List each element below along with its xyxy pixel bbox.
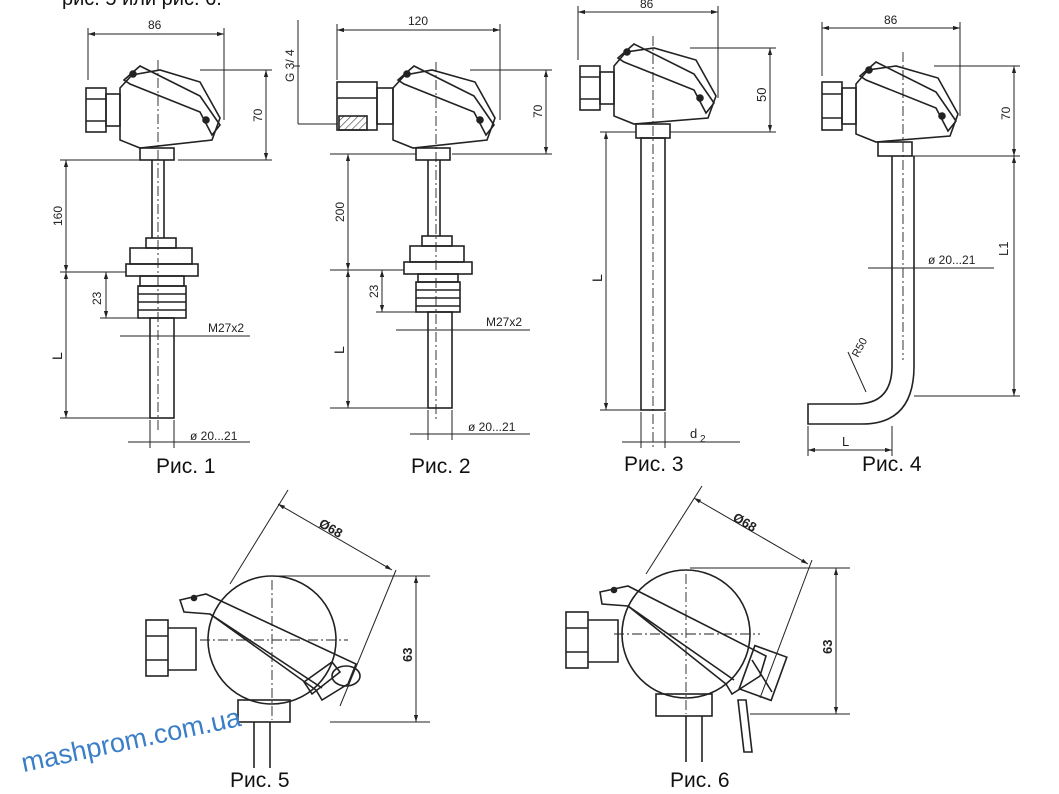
caption-fig5: Рис. 5 xyxy=(230,769,290,792)
fig4-bent-probe xyxy=(807,156,915,425)
figure-3-labels: 86 50 L d 2 xyxy=(589,0,769,445)
fig1-diameter: ø 20...21 xyxy=(190,429,238,443)
fig6-lid xyxy=(599,585,767,696)
fig4-cable-gland xyxy=(821,81,843,131)
caption-fig4: Рис. 4 xyxy=(862,453,922,476)
fig2-diameter: ø 20...21 xyxy=(468,420,516,434)
fig5-dim-height: 63 xyxy=(400,648,415,662)
figure-6-labels: Ø68 63 xyxy=(731,510,836,654)
figure-3 xyxy=(577,6,776,448)
fig3-diameter-sub: 2 xyxy=(700,434,706,445)
fig4-radius: R50 xyxy=(850,336,870,359)
fig2-thread: M27x2 xyxy=(486,315,522,329)
fig3-diameter: d xyxy=(690,426,697,441)
figure-2 xyxy=(294,20,552,440)
caption-fig6: Рис. 6 xyxy=(670,769,730,792)
fig1-dim-head: 70 xyxy=(251,108,265,122)
fig4-head xyxy=(855,65,959,143)
fig3-head xyxy=(613,47,717,125)
fig6-dim-diameter: Ø68 xyxy=(731,510,760,535)
fig2-dim-fitting: 23 xyxy=(367,284,381,298)
fig2-dim-stem: 200 xyxy=(333,202,347,222)
fig3-dim-head: 50 xyxy=(754,88,769,102)
fig1-cable-gland xyxy=(85,87,107,133)
figure-6 xyxy=(565,485,850,762)
fig5-dim-diameter: Ø68 xyxy=(317,516,346,541)
fig2-dim-head: 70 xyxy=(531,104,545,118)
fig1-dim-width: 86 xyxy=(148,18,162,32)
fig1-thread: M27x2 xyxy=(208,321,244,335)
figure-4-labels: 86 70 L1 ø 20...21 R50 L xyxy=(842,13,1013,449)
fig4-dim-length: L xyxy=(842,434,849,449)
fig2-head xyxy=(392,69,496,149)
fig6-cable-gland xyxy=(565,611,589,669)
fig5-cable-gland xyxy=(145,619,169,677)
fig2-dim-width: 120 xyxy=(408,14,428,28)
fig1-dim-length: L xyxy=(49,352,65,360)
top-note: рис. 5 или рис. 6. xyxy=(62,0,222,11)
fig1-dim-fitting: 23 xyxy=(90,291,104,305)
figure-5 xyxy=(145,489,430,768)
fig3-dim-width: 86 xyxy=(640,0,654,11)
fig4-dim-length1: L1 xyxy=(996,242,1011,256)
fig4-diameter: ø 20...21 xyxy=(928,253,976,267)
caption-fig2: Рис. 2 xyxy=(411,455,471,478)
fig4-dim-width: 86 xyxy=(884,13,898,27)
fig1-dim-stem: 160 xyxy=(51,206,65,226)
fig6-dim-height: 63 xyxy=(820,640,835,654)
figure-1-labels: 86 70 160 23 L M27x2 ø 20...21 xyxy=(49,18,265,443)
figure-4 xyxy=(807,22,1020,456)
caption-fig1: Рис. 1 xyxy=(156,455,216,478)
fig2-dim-thread-in: G 3/ 4 xyxy=(283,49,297,82)
figure-2-labels: 120 G 3/ 4 70 200 23 L M27x2 ø 20...21 xyxy=(283,14,545,434)
caption-fig3: Рис. 3 xyxy=(624,453,684,476)
fig3-cable-gland xyxy=(579,65,601,111)
figure-1 xyxy=(60,28,272,448)
fig3-dim-length: L xyxy=(589,274,605,282)
fig5-lid xyxy=(178,593,358,702)
fig2-dim-length: L xyxy=(331,346,347,354)
fig1-head xyxy=(119,69,221,149)
fig4-dim-head: 70 xyxy=(999,106,1013,120)
